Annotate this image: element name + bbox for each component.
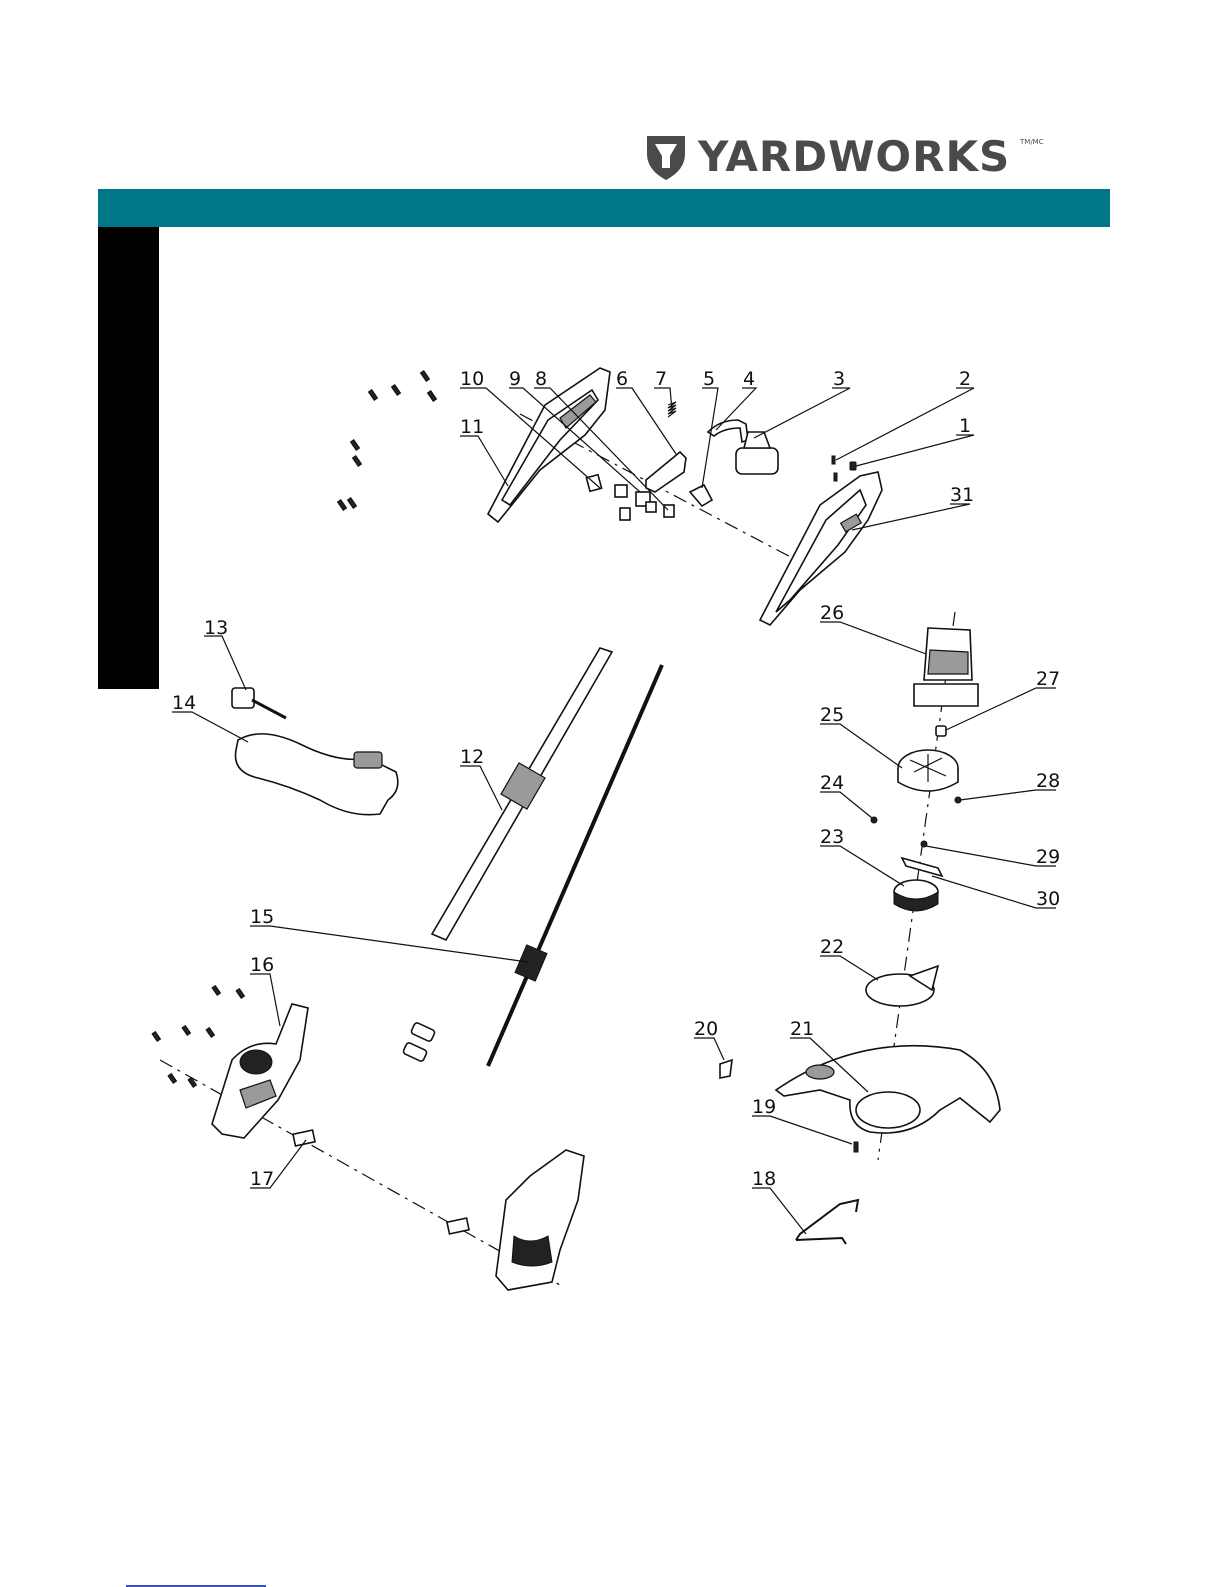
part-5-wire-connector	[690, 485, 712, 506]
callout-18: 18	[752, 1168, 776, 1190]
part-25-fan	[898, 750, 958, 791]
screw-group-top	[337, 371, 436, 510]
part-22-spool-housing	[866, 966, 938, 1006]
callout-5: 5	[703, 368, 715, 390]
callout-10: 10	[460, 368, 484, 390]
part-20-blade	[720, 1060, 732, 1078]
callout-12: 12	[460, 746, 484, 768]
callout-31: 31	[950, 484, 974, 506]
part-23-spool	[894, 880, 938, 911]
callout-27: 27	[1036, 668, 1060, 690]
part-12-upper-shaft	[432, 648, 612, 940]
callout-26: 26	[820, 602, 844, 624]
part-19-screw	[854, 1142, 858, 1152]
wire-connectors	[402, 1022, 435, 1062]
part-18-edge-guide	[796, 1200, 858, 1244]
callout-3: 3	[833, 368, 845, 390]
callout-2: 2	[959, 368, 971, 390]
callout-1: 1	[959, 415, 971, 437]
callout-24: 24	[820, 772, 844, 794]
part-13-knob	[232, 688, 286, 718]
callout-17: 17	[250, 1168, 274, 1190]
part-11-handle-half-left	[488, 368, 610, 522]
callout-23: 23	[820, 826, 844, 848]
callout-6: 6	[616, 368, 628, 390]
callout-22: 22	[820, 936, 844, 958]
callout-14: 14	[172, 692, 196, 714]
callout-7: 7	[655, 368, 667, 390]
callout-8: 8	[535, 368, 547, 390]
callout-28: 28	[1036, 770, 1060, 792]
callout-20: 20	[694, 1018, 718, 1040]
callout-4: 4	[743, 368, 755, 390]
part-26-motor	[914, 628, 978, 706]
part-16-motor-housing-half	[212, 1004, 308, 1138]
callout-21: 21	[790, 1018, 814, 1040]
part-14-front-handle	[235, 734, 397, 815]
callout-29: 29	[1036, 846, 1060, 868]
callout-19: 19	[752, 1096, 776, 1118]
callout-9: 9	[509, 368, 521, 390]
part-21-guard	[776, 1046, 1000, 1133]
callout-25: 25	[820, 704, 844, 726]
callout-13: 13	[204, 617, 228, 639]
callout-30: 30	[1036, 888, 1060, 910]
part-27-nut	[936, 726, 946, 736]
part-30-spool-cap	[902, 858, 942, 876]
part-15-lower-shaft	[488, 665, 662, 1066]
part-6-switch-trigger	[646, 452, 686, 492]
motor-housing-half-right	[496, 1150, 584, 1290]
callout-11: 11	[460, 416, 484, 438]
part-1-2-screws	[832, 456, 856, 481]
part-4-power-cord	[708, 420, 748, 442]
callout-16: 16	[250, 954, 274, 976]
callout-15: 15	[250, 906, 274, 928]
